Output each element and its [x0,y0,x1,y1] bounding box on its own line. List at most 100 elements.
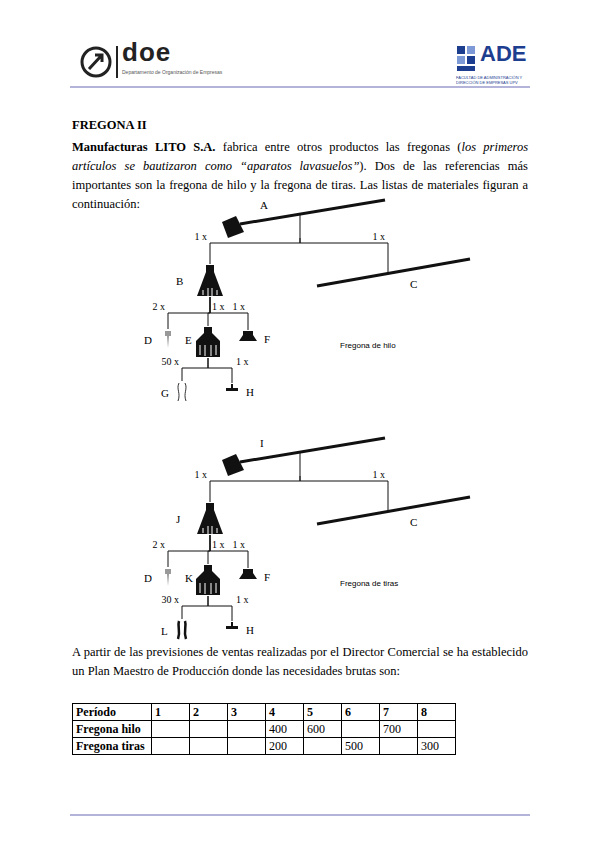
table-cell: Período [73,704,152,721]
cell-text: 300 [421,739,439,753]
table-cell: 500 [342,738,380,755]
header-rules [70,87,530,815]
component-letter: C [410,516,417,528]
cell-text: Período [76,705,116,719]
doe-logo [82,46,117,78]
logo-text: ADE [480,42,526,66]
component-letter: D [144,334,152,346]
paragraph: A partir de las previsiones de ventas re… [72,643,528,681]
component-letter: H [246,386,254,398]
component-letter: B [176,275,183,287]
production-table: Período 1 23 45 67 8Fregona hilo400600700Freg… [72,703,456,755]
component-node: J [172,502,227,535]
component-letter: H [246,624,254,636]
quantity-label: 1 x [372,470,387,480]
cell-text: 5 [307,705,313,719]
bom-link [210,476,300,502]
table-cell [228,738,266,755]
component-node: H [222,383,260,401]
table-cell: 300 [418,738,456,755]
cell-text: Fregona tiras [76,739,145,753]
component-letter: I [260,437,264,449]
text-run: Manufacturas LITO S.A. [72,140,216,154]
logo-square [457,46,465,54]
table-cell [228,721,266,738]
table-cell: 6 [342,704,380,721]
component-letter: D [144,572,152,584]
component-node: H [222,621,260,639]
quantity-label: 30 x [161,595,181,605]
table-cell [304,738,342,755]
component-letter: C [410,278,417,290]
component-letter: F [264,571,270,583]
table-row: Fregona hilo400600700 [73,721,456,738]
bom-link [168,535,210,567]
logo-bar [116,46,118,78]
quantity-label: 1 x [235,595,250,605]
cell-text: 700 [383,722,401,736]
component-node: A [220,196,395,238]
quantity-label: 1 x [232,302,247,312]
quantity-label: 2 x [152,302,167,312]
table-cell [418,721,456,738]
logo-subtitle: FACULTAD DE ADMINISTRACIÓN Y DIRECCIÓN D… [456,75,528,85]
strip [178,621,186,639]
component-letter: K [185,572,193,584]
component-letter: F [264,333,270,345]
bom-link [210,238,300,264]
bom-link [210,535,248,568]
footer-rule [70,814,530,815]
tree-hilo [165,200,470,391]
text-run: fabrica entre otros productos las fregon… [223,140,462,154]
logo-circle [82,48,110,76]
table-cell: 5 [304,704,342,721]
component-node: F [238,330,276,350]
table-cell: 1 [152,704,190,721]
table-cell: 2 [190,704,228,721]
quantity-label: 1 x [232,540,247,550]
logo-subtitle: Departamento de Organización de Empresas [122,69,222,75]
component-node: I [220,434,395,476]
cell-text: 400 [269,722,287,736]
logo-square [467,56,475,64]
paragraph: Manufacturas LITO S.A. fabrica entre otr… [72,138,528,214]
component-node: B [172,264,227,297]
table-row: Período 1 23 45 67 8 [73,704,456,721]
table-cell: 700 [380,721,418,738]
component-letter: A [260,199,268,211]
table-cell [152,721,190,738]
figure-caption: Fregona de tiras [340,579,398,589]
component-node: C [315,262,475,296]
quantity-label: 1 x [235,357,250,367]
table-cell: 7 [380,704,418,721]
component-letter: J [176,513,180,525]
table-cell: 8 [418,704,456,721]
table-cell [152,738,190,755]
cell-text: 200 [269,739,287,753]
bom-link [182,358,208,381]
cell-text: 500 [345,739,363,753]
bom-link [208,596,232,621]
quantity-label: 1 x [211,302,226,312]
figure-caption: Fregona de hilo [340,341,396,351]
quantity-label: 1 x [194,232,209,242]
quantity-label: 50 x [161,357,181,367]
component-node: L [158,619,192,643]
component-letter: L [161,625,168,637]
quantity-label: 1 x [211,540,226,550]
table-row: Fregona tiras 200 500 300 [73,738,456,755]
logo-text: doe [122,38,171,66]
component-node: C [315,500,475,534]
cell-text: 7 [383,705,389,719]
bom-link [208,358,232,383]
cell-text: 1 [155,705,161,719]
quantity-label: 2 x [152,540,167,550]
table-cell [342,721,380,738]
component-node: G [158,381,192,405]
table-cell: 4 [266,704,304,721]
cell-text: 3 [231,705,237,719]
quantity-label: 1 x [372,232,387,242]
bom-link [168,297,210,329]
component-node: D [140,329,178,353]
table-cell [190,738,228,755]
